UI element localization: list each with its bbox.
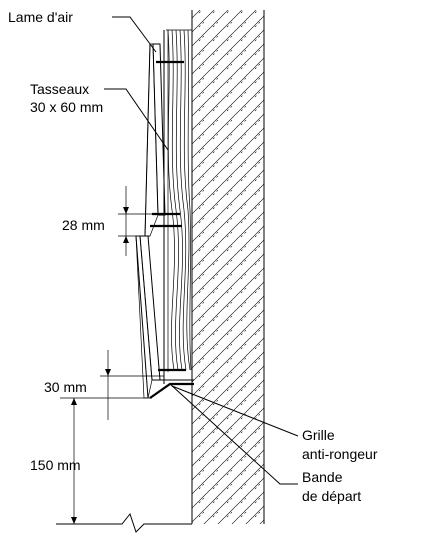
grille-text-line2: anti-rongeur <box>302 446 378 462</box>
dim-150-text: 150 mm <box>30 457 81 473</box>
insulation-layer <box>166 29 192 371</box>
dimension-30mm: 30 mm <box>44 350 164 420</box>
ground-line <box>56 512 192 533</box>
grille-text-line1: Grille <box>302 427 335 443</box>
bande-text-line2: de départ <box>302 488 361 504</box>
dimension-28mm: 28 mm <box>62 186 156 256</box>
label-grille: Grille anti-rongeur <box>171 385 378 462</box>
label-tasseaux: Tasseaux 30 x 60 mm <box>30 81 169 151</box>
label-lame-air: Lame d'air <box>8 9 157 53</box>
cladding-boards <box>135 43 166 399</box>
dim-30-text: 30 mm <box>44 379 87 395</box>
tasseaux-text-line1: Tasseaux <box>30 81 89 97</box>
label-bande: Bande de départ <box>169 383 361 504</box>
dim-28-text: 28 mm <box>62 217 105 233</box>
fixings <box>150 60 186 372</box>
dimension-150mm: 150 mm <box>30 397 152 524</box>
masonry-wall <box>191 10 265 524</box>
bande-text-line1: Bande <box>302 469 343 485</box>
tasseaux-text-line2: 30 x 60 mm <box>30 99 103 115</box>
lame-air-text: Lame d'air <box>8 9 73 25</box>
battens <box>163 30 169 372</box>
